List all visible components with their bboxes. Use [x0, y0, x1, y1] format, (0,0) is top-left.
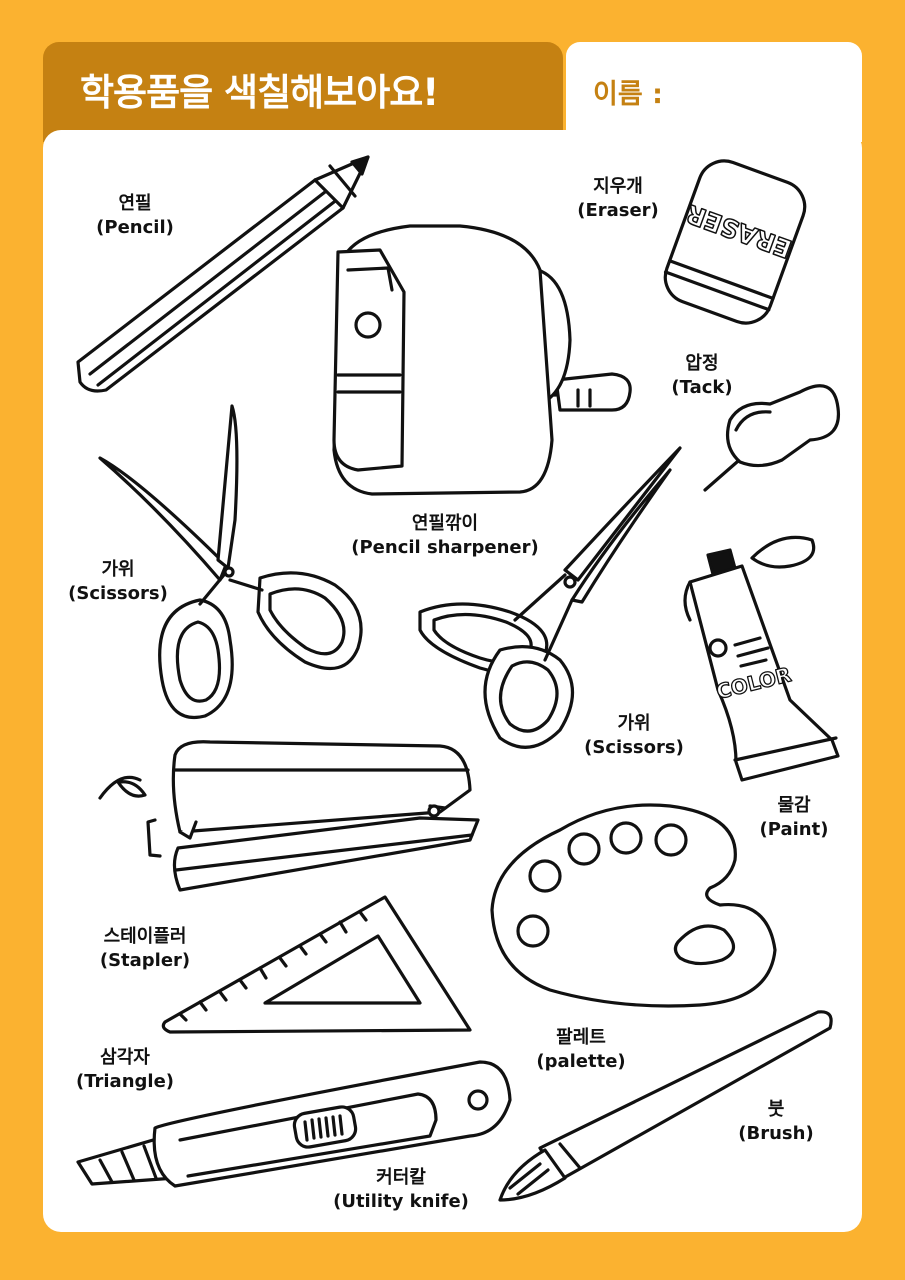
triangle-ruler-drawing [161, 895, 472, 1034]
paint-tube-drawing: COLOR [683, 535, 840, 782]
header-tab [43, 42, 563, 142]
label-utility-knife: 커터칼(Utility knife) [333, 1167, 469, 1212]
label-eraser: 지우개(Eraser) [577, 176, 659, 221]
brush-drawing [498, 1010, 833, 1202]
label-palette: 팔레트(palette) [536, 1027, 626, 1072]
palette-drawing [490, 803, 777, 1008]
label-tack: 압정(Tack) [671, 353, 733, 398]
label-scissors-left: 가위(Scissors) [68, 559, 168, 604]
label-pencil: 연필(Pencil) [96, 193, 174, 238]
tack-drawing [703, 384, 841, 492]
label-stapler: 스테이플러(Stapler) [99, 926, 191, 971]
page-title: 학용품을 색칠해보아요! [80, 71, 439, 114]
label-brush: 붓(Brush) [738, 1099, 814, 1144]
scissors-right-drawing [418, 446, 682, 749]
name-box [566, 42, 862, 142]
label-scissors-right: 가위(Scissors) [584, 713, 684, 758]
stapler-drawing [98, 740, 480, 892]
label-pencil-sharpener: 연필깎이(Pencil sharpener) [351, 513, 539, 558]
label-paint: 물감(Paint) [759, 795, 829, 840]
name-label: 이름 : [593, 79, 663, 110]
scissors-left-drawing [98, 404, 363, 719]
pencil-sharpener-drawing [332, 224, 632, 496]
pencil-drawing [76, 155, 370, 393]
utility-knife-drawing [76, 1060, 512, 1188]
label-triangle: 삼각자(Triangle) [75, 1047, 175, 1092]
eraser-drawing: ERASER [663, 159, 807, 325]
